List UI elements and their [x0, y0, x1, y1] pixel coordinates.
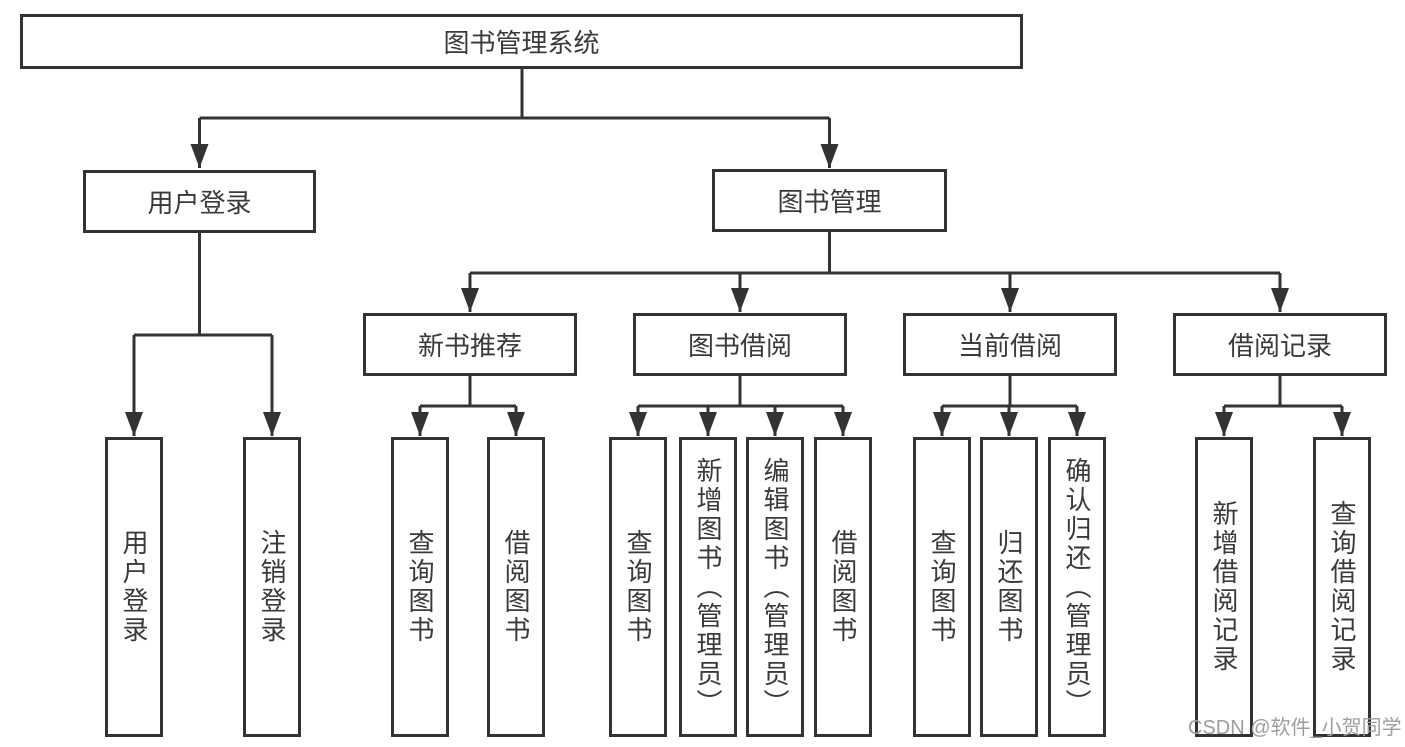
node-label: 确认归还（管理员）: [1062, 456, 1092, 718]
leaf-add-book-admin: 新增图书（管理员）: [679, 437, 737, 737]
node-label: 编辑图书（管理员）: [760, 456, 790, 718]
node-label: 用户登录: [119, 529, 149, 645]
node-label: 查询借阅记录: [1327, 500, 1357, 674]
csdn-watermark: CSDN @软件_小贺同学: [1188, 717, 1402, 739]
leaf-query-book-current: 查询图书: [913, 437, 971, 737]
node-label: 当前借阅: [957, 331, 1062, 361]
node-label: 注销登录: [257, 529, 287, 645]
node-label: 查询图书: [405, 529, 435, 645]
node-label: 图书管理系统: [443, 28, 600, 58]
node-label: 用户登录: [147, 188, 252, 218]
node-label: 新书推荐: [417, 331, 522, 361]
node-label: 新增借阅记录: [1209, 500, 1239, 674]
node-label: 新增图书（管理员）: [693, 456, 723, 718]
node-label: 归还图书: [994, 529, 1024, 645]
leaf-borrow-book-newrec: 借阅图书: [487, 437, 545, 737]
node-label: 查询图书: [623, 529, 653, 645]
node-root-system: 图书管理系统: [20, 14, 1023, 69]
node-book-management-branch: 图书管理: [712, 169, 947, 232]
leaf-add-borrow-record: 新增借阅记录: [1195, 437, 1253, 737]
node-label: 图书借阅: [687, 331, 792, 361]
leaf-logout: 注销登录: [243, 437, 301, 737]
leaf-user-login: 用户登录: [105, 437, 163, 737]
node-label: 借阅图书: [501, 529, 531, 645]
node-label: 查询图书: [927, 529, 957, 645]
node-book-borrow: 图书借阅: [633, 313, 847, 376]
node-user-login-branch: 用户登录: [83, 170, 316, 233]
leaf-borrow-book: 借阅图书: [814, 437, 872, 737]
leaf-query-book-borrow: 查询图书: [609, 437, 667, 737]
node-label: 借阅记录: [1227, 331, 1332, 361]
node-borrow-records: 借阅记录: [1173, 313, 1387, 376]
node-label: 借阅图书: [828, 529, 858, 645]
leaf-confirm-return-admin: 确认归还（管理员）: [1048, 437, 1106, 737]
leaf-query-borrow-record: 查询借阅记录: [1313, 437, 1371, 737]
node-current-borrow: 当前借阅: [903, 313, 1117, 376]
leaf-query-book-newrec: 查询图书: [391, 437, 449, 737]
leaf-return-book: 归还图书: [980, 437, 1038, 737]
node-label: 图书管理: [777, 187, 882, 217]
node-new-book-recommend: 新书推荐: [363, 313, 577, 376]
leaf-edit-book-admin: 编辑图书（管理员）: [746, 437, 804, 737]
